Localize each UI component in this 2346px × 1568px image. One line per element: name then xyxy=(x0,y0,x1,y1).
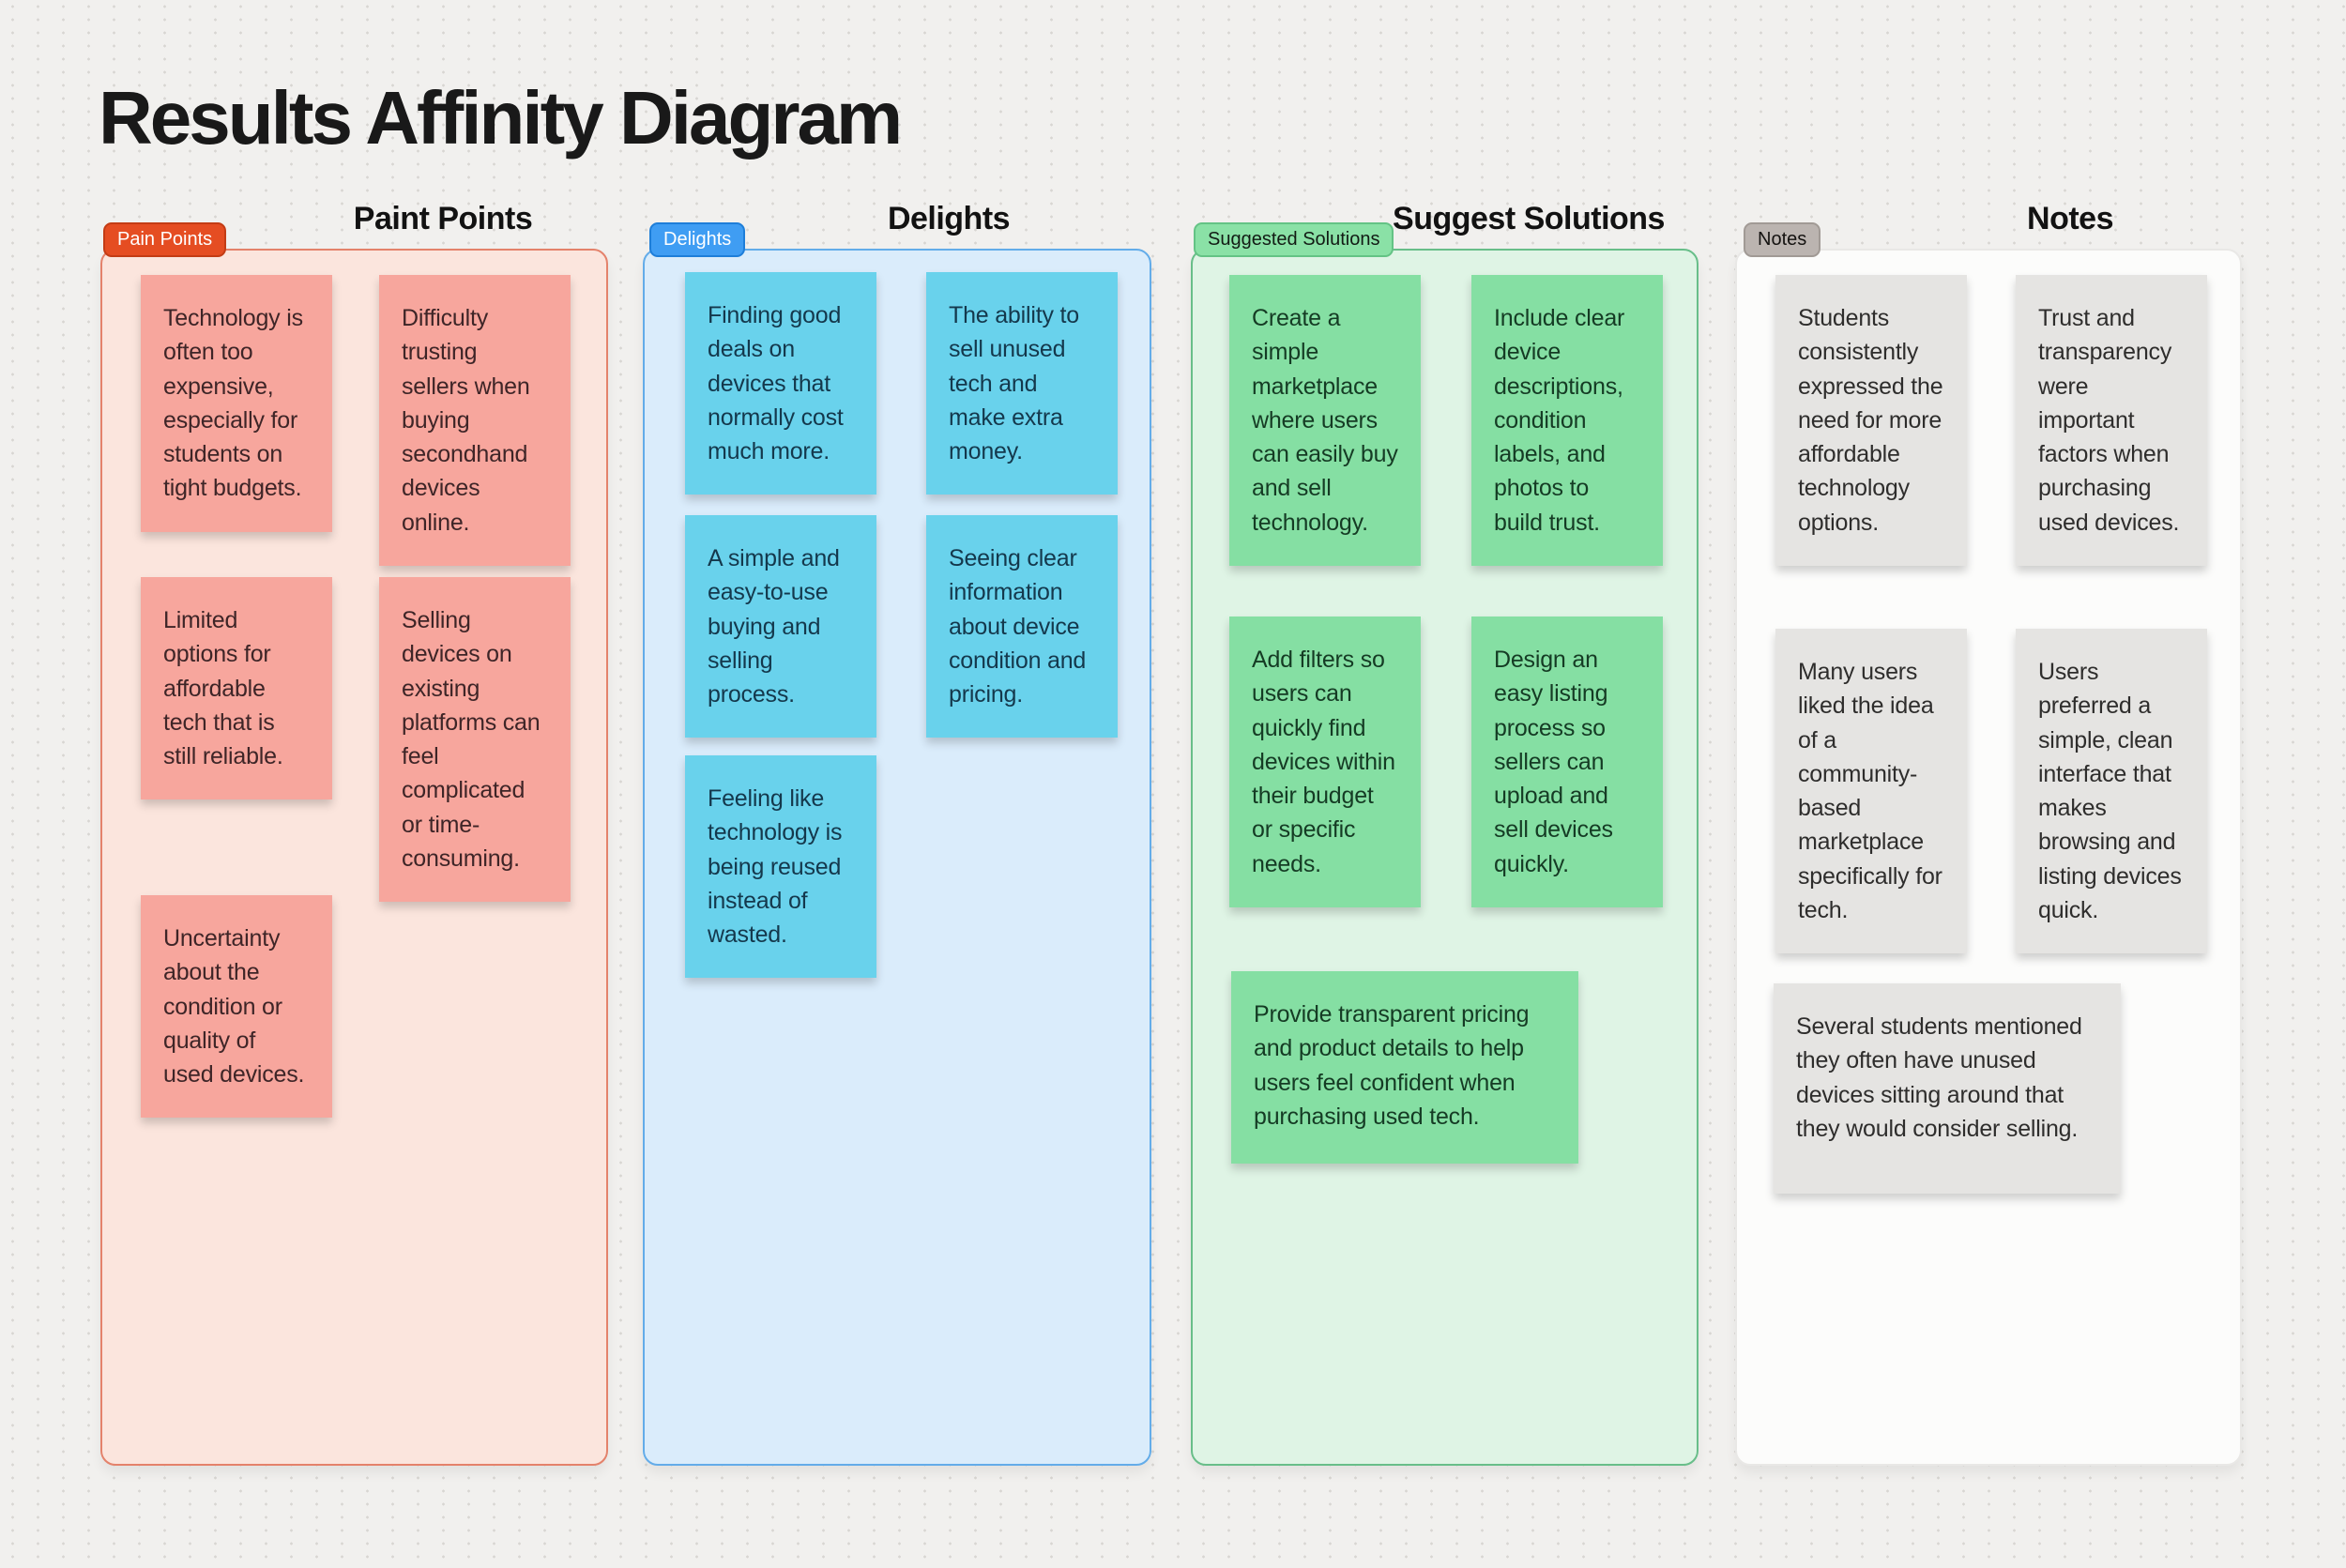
sticky-note[interactable]: Provide transparent pricing and product … xyxy=(1231,971,1578,1164)
sticky-note[interactable]: Seeing clear information about device co… xyxy=(926,515,1118,738)
sticky-note[interactable]: Limited options for affordable tech that… xyxy=(141,577,332,800)
sticky-note[interactable]: Add filters so users can quickly find de… xyxy=(1229,617,1421,907)
sticky-note[interactable]: Many users liked the idea of a community… xyxy=(1775,629,1967,953)
sticky-note[interactable]: Selling devices on existing platforms ca… xyxy=(379,577,571,902)
sticky-note[interactable]: Trust and transparency were important fa… xyxy=(2016,275,2207,566)
sticky-note[interactable]: Create a simple marketplace where users … xyxy=(1229,275,1421,566)
sticky-note[interactable]: Users preferred a simple, clean interfac… xyxy=(2016,629,2207,953)
section-header-notes: Notes xyxy=(2027,201,2113,236)
section-header-pain-points: Paint Points xyxy=(353,201,533,236)
sticky-note[interactable]: Finding good deals on devices that norma… xyxy=(685,272,876,495)
page-title: Results Affinity Diagram xyxy=(99,76,903,160)
section-tag-pain-points[interactable]: Pain Points xyxy=(103,222,227,257)
sticky-note[interactable]: The ability to sell unused tech and make… xyxy=(926,272,1118,495)
sticky-note[interactable]: Technology is often too expensive, espec… xyxy=(141,275,332,532)
section-tag-suggested-solutions[interactable]: Suggested Solutions xyxy=(1194,222,1394,257)
sticky-note[interactable]: Feeling like technology is being reused … xyxy=(685,755,876,979)
sticky-note[interactable]: Several students mentioned they often ha… xyxy=(1774,983,2121,1194)
sticky-note[interactable]: Uncertainty about the condition or quali… xyxy=(141,895,332,1119)
section-header-suggest-solutions: Suggest Solutions xyxy=(1393,201,1665,236)
sticky-note[interactable]: Include clear device descriptions, condi… xyxy=(1471,275,1663,566)
sticky-note[interactable]: A simple and easy-to-use buying and sell… xyxy=(685,515,876,738)
sticky-note[interactable]: Difficulty trusting sellers when buying … xyxy=(379,275,571,566)
section-header-delights: Delights xyxy=(887,201,1011,236)
sticky-note[interactable]: Students consistently expressed the need… xyxy=(1775,275,1967,566)
section-tag-delights[interactable]: Delights xyxy=(649,222,746,257)
section-tag-notes[interactable]: Notes xyxy=(1744,222,1821,257)
sticky-note[interactable]: Design an easy listing process so seller… xyxy=(1471,617,1663,907)
